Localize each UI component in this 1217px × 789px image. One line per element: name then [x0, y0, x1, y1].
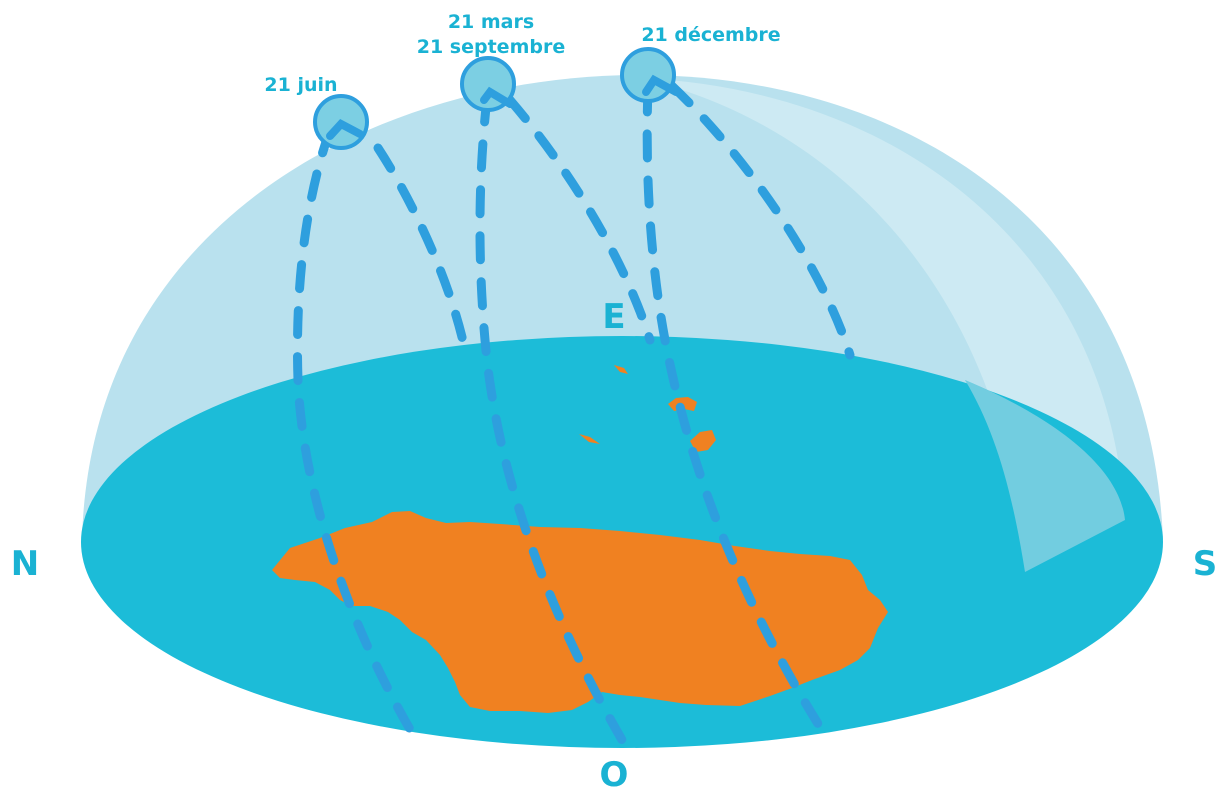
- label-march: 21 mars: [448, 11, 534, 33]
- label-north: N: [11, 544, 39, 584]
- label-june: 21 juin: [264, 74, 337, 96]
- label-december: 21 décembre: [641, 24, 780, 46]
- label-south: S: [1193, 544, 1217, 584]
- sun-path-december-east: [667, 81, 855, 360]
- sun-path-june-east: [373, 143, 470, 355]
- island-1: [614, 365, 628, 374]
- sun-december-peak: [642, 74, 680, 96]
- dome-overlay: [965, 380, 1125, 572]
- label-east: E: [602, 297, 625, 337]
- island-4: [579, 434, 600, 444]
- sun-path-equinox-east: [505, 95, 655, 345]
- label-september: 21 septembre: [417, 36, 565, 58]
- sun-equinox-peak: [480, 86, 514, 108]
- label-west: O: [600, 755, 629, 789]
- sun-june-peak: [326, 119, 364, 140]
- island-3: [690, 430, 716, 452]
- sun-path-december-west: [642, 83, 830, 740]
- sun-path-equinox-west: [475, 93, 630, 750]
- sun-path-june-west: [292, 125, 420, 743]
